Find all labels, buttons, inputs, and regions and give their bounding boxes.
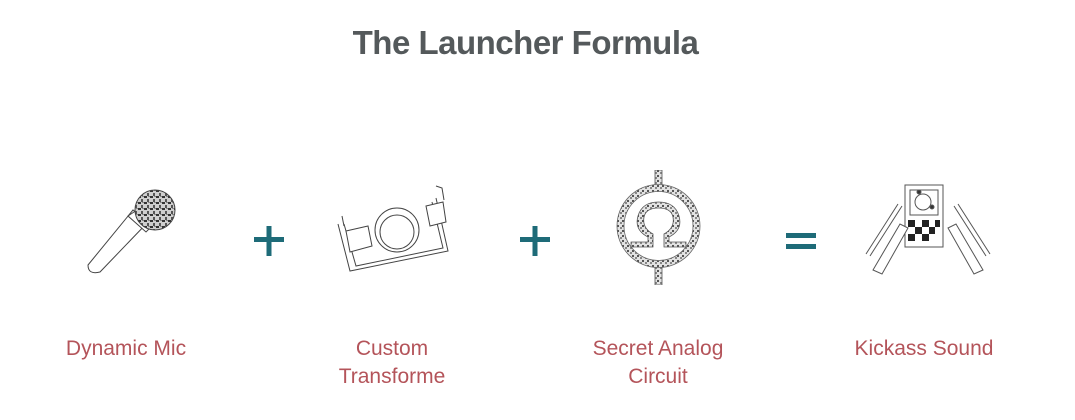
plus-icon (254, 226, 284, 256)
label-dynamic-mic: Dynamic Mic (65, 337, 187, 360)
label-secret-analog-circuit: Secret Analog Circuit (592, 337, 724, 388)
omega-circuit-icon (612, 169, 712, 286)
page-title: The Launcher Formula (352, 24, 699, 61)
label-kickass-sound: Kickass Sound (854, 337, 994, 360)
microphone-icon (78, 178, 188, 278)
label-custom-transformer: Custom Transforme (338, 337, 446, 388)
di-box-cables-icon (858, 182, 998, 282)
equals-icon (786, 233, 816, 253)
transformer-icon (328, 176, 463, 276)
plus-icon (520, 226, 550, 256)
